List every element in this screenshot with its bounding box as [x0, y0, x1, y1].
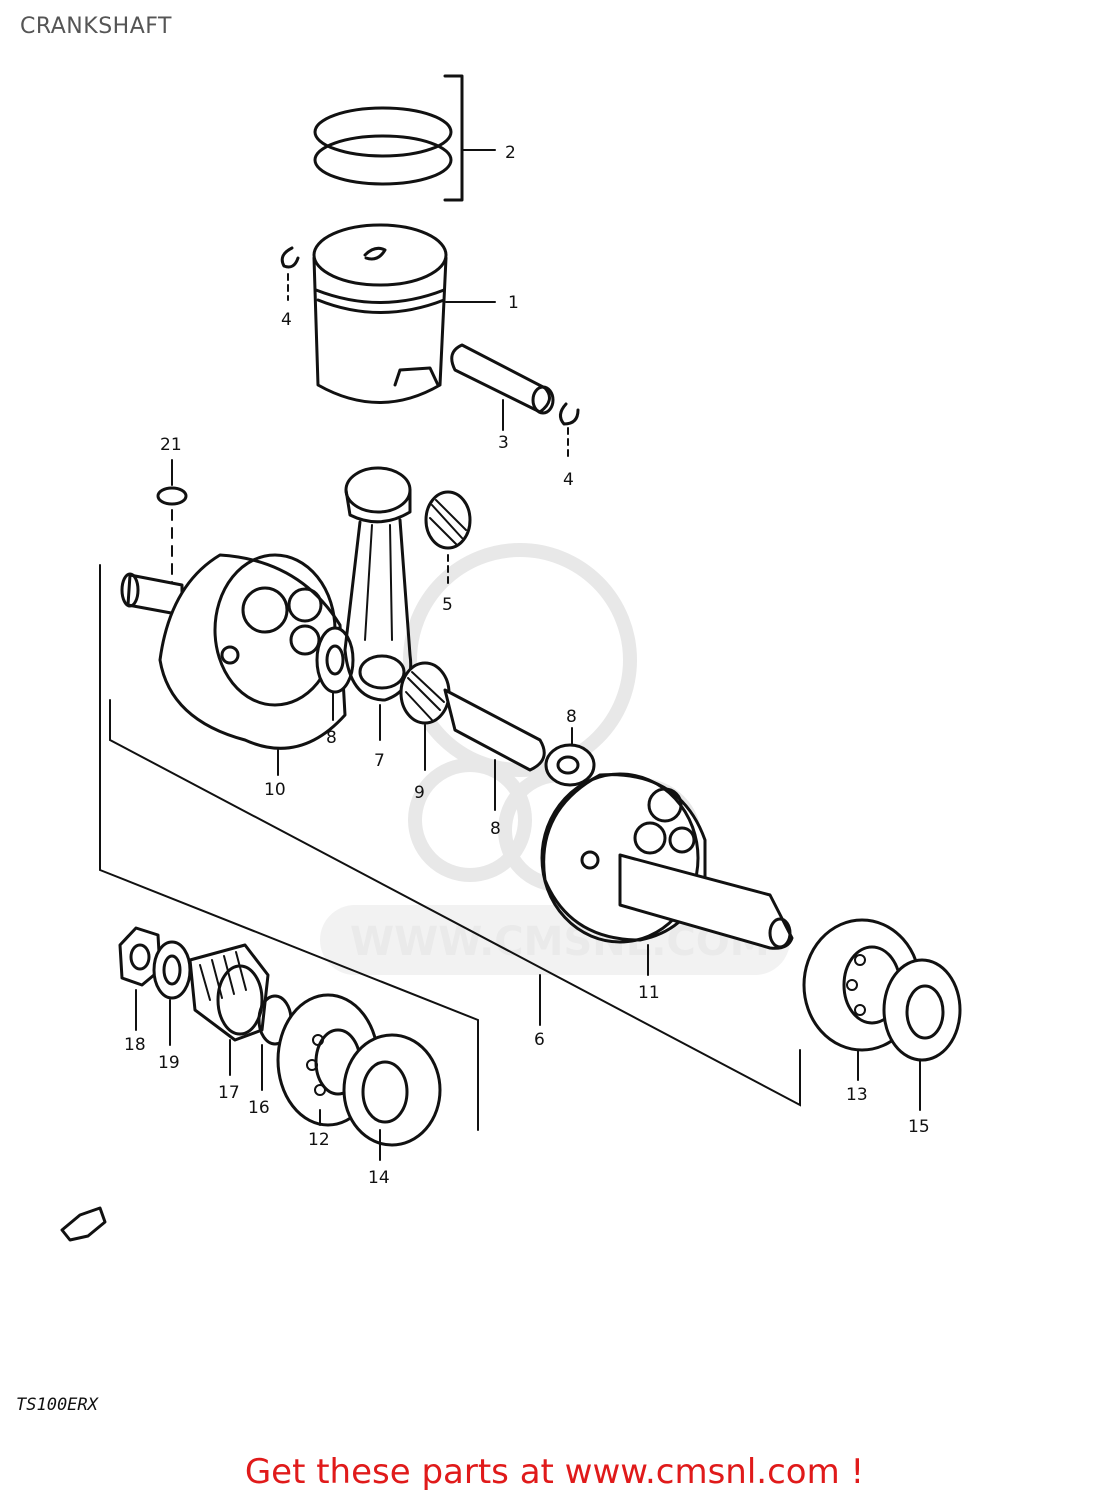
parts-shop-link[interactable]: Get these parts at www.cmsnl.com ! — [244, 1452, 865, 1492]
callout-19: 18 — [124, 1035, 146, 1055]
callout-21: 21 — [160, 435, 182, 455]
callout-10: 9 — [414, 783, 425, 803]
callout-6: 6 — [534, 1030, 545, 1050]
callout-3: 3 — [498, 433, 509, 453]
callout-20: 19 — [158, 1053, 180, 1073]
callout-1: 1 — [508, 293, 519, 313]
crank-half-left[interactable] — [120, 553, 347, 776]
callout-17: 16 — [248, 1098, 270, 1118]
callout-8: 8 — [326, 728, 337, 748]
crank-pin[interactable] — [443, 688, 546, 811]
callout-14: 13 — [846, 1085, 868, 1105]
callout-4: 4 — [563, 470, 574, 490]
callout-12: 11 — [638, 983, 660, 1003]
direction-mark-icon — [60, 1206, 107, 1242]
piston-pin-clip-left[interactable] — [280, 246, 300, 301]
oil-seal-left[interactable] — [342, 1033, 442, 1161]
callout-18: 17 — [218, 1083, 240, 1103]
woodruff-key[interactable] — [156, 459, 188, 586]
callout-13: 12 — [308, 1130, 330, 1150]
thrust-washer-right[interactable] — [544, 727, 596, 787]
primary-drive-gear[interactable] — [188, 943, 270, 1076]
callout-16: 15 — [908, 1117, 930, 1137]
callout-4: 4 — [281, 310, 292, 330]
nut[interactable] — [118, 926, 162, 1031]
callout-9: 8 — [490, 819, 501, 839]
model-code: TS100ERX — [16, 1395, 98, 1415]
callout-8: 8 — [566, 707, 577, 727]
piston-rings[interactable] — [313, 74, 496, 202]
lock-washer[interactable] — [152, 940, 192, 1046]
piston-pin-clip-right[interactable] — [559, 402, 580, 459]
page-title: CRANKSHAFT — [20, 14, 172, 39]
small-end-bearing[interactable] — [424, 490, 472, 586]
crank-half-right[interactable] — [540, 772, 794, 976]
crankshaft-exploded-diagram: WWW.CMSNL.COM — [60, 74, 962, 1242]
callout-11: 10 — [264, 780, 286, 800]
callout-15: 14 — [368, 1168, 390, 1188]
callout-2: 2 — [505, 143, 516, 163]
callout-labels: 2 1 4 3 4 21 5 8 7 8 10 9 8 11 6 18 19 1… — [124, 143, 930, 1188]
thrust-washer-left[interactable] — [315, 626, 355, 721]
crankshaft-assembly-bracket — [99, 564, 801, 1131]
callout-7: 7 — [374, 751, 385, 771]
callout-5: 5 — [442, 595, 453, 615]
oil-seal-right[interactable] — [882, 958, 962, 1111]
piston-pin[interactable] — [450, 343, 555, 431]
big-end-bearing[interactable] — [399, 661, 451, 771]
piston[interactable] — [312, 223, 496, 404]
